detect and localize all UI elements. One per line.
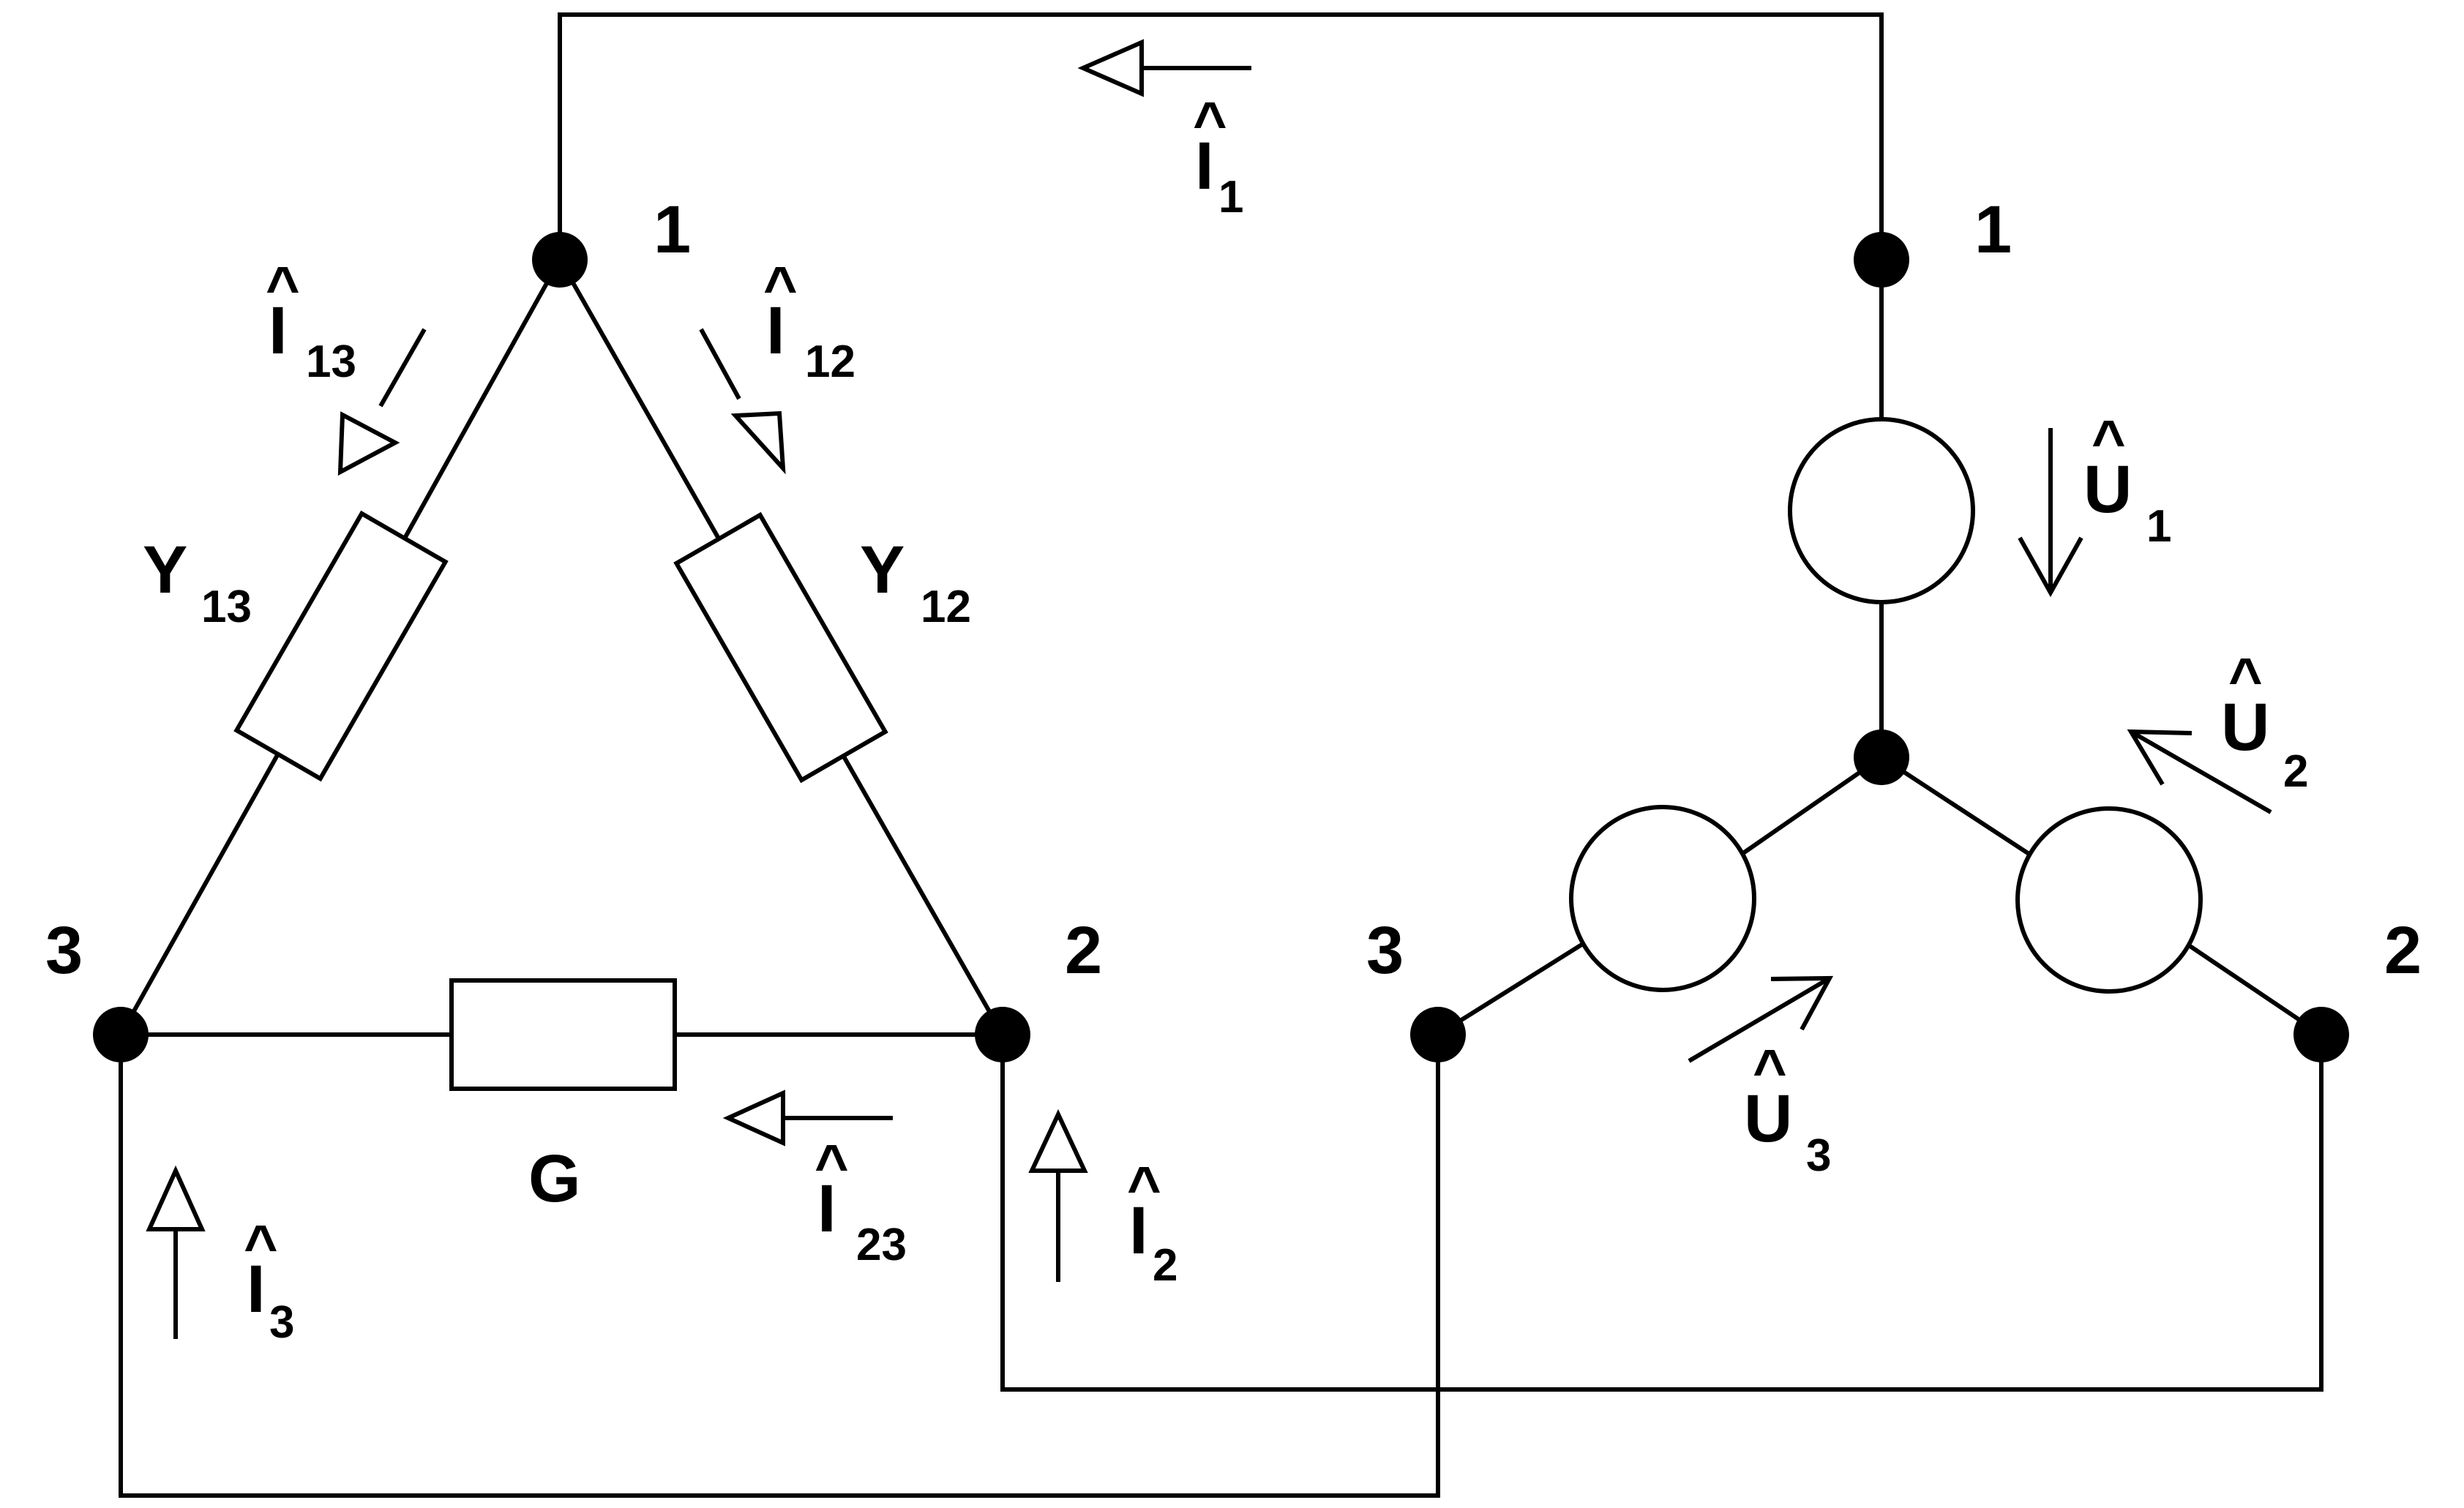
svg-text:Y: Y xyxy=(860,533,905,607)
svg-text:3: 3 xyxy=(1806,1130,1831,1181)
svg-text:2: 2 xyxy=(1153,1240,1177,1291)
label-i13: ^ I 13 xyxy=(266,255,356,387)
label-y13: Y 13 xyxy=(143,533,252,632)
svg-text:I: I xyxy=(766,293,785,368)
current-arrow-i23 xyxy=(722,1089,893,1147)
wire-line-2 xyxy=(1000,1032,2323,1392)
node-dot-star-2 xyxy=(2293,1007,2349,1062)
label-i2: ^ I 2 xyxy=(1127,1155,1177,1291)
label-u1: ^ U 1 xyxy=(2083,408,2171,552)
node-dot-star-center xyxy=(1854,729,1909,785)
svg-text:U: U xyxy=(1744,1081,1792,1156)
label-i23: ^ I 23 xyxy=(815,1133,907,1270)
voltage-arrow-u2 xyxy=(2127,729,2272,814)
wire-delta-1-y12 xyxy=(558,258,727,551)
label-g: G xyxy=(528,1141,581,1216)
node-dot-delta-3 xyxy=(93,1007,149,1062)
wire-star-u3-3 xyxy=(1436,942,1585,1037)
label-i12: ^ I 12 xyxy=(763,255,855,387)
svg-text:I: I xyxy=(1129,1193,1148,1268)
node-label-star-3: 3 xyxy=(1366,913,1404,988)
voltage-source-right xyxy=(2015,806,2203,994)
label-u2: ^ U 2 xyxy=(2221,646,2308,797)
wire-delta-y13-3 xyxy=(119,741,286,1037)
current-arrow-i12 xyxy=(699,328,786,475)
svg-text:U: U xyxy=(2083,452,2132,527)
wire-delta-y12-2 xyxy=(836,744,1005,1037)
node-label-star-1: 1 xyxy=(1974,192,2012,267)
svg-text:U: U xyxy=(2221,690,2269,765)
voltage-source-left xyxy=(1569,805,1756,992)
svg-text:^: ^ xyxy=(266,255,300,320)
wire-star-center-u2 xyxy=(1879,755,2030,855)
svg-text:I: I xyxy=(269,293,288,368)
node-dot-delta-1 xyxy=(532,232,588,288)
svg-text:I: I xyxy=(247,1252,266,1327)
svg-text:^: ^ xyxy=(2228,646,2263,711)
resistor-y12 xyxy=(673,511,888,784)
svg-text:^: ^ xyxy=(1753,1038,1787,1103)
wire-line-3 xyxy=(119,1032,1440,1498)
wire-delta-1-y13 xyxy=(397,258,562,551)
resistor-g xyxy=(449,978,677,1091)
current-arrow-i2 xyxy=(1028,1109,1088,1282)
resistor-y13 xyxy=(233,510,449,782)
svg-text:12: 12 xyxy=(805,337,855,387)
svg-text:^: ^ xyxy=(815,1133,849,1198)
wire-line-1 xyxy=(558,12,1884,262)
svg-text:^: ^ xyxy=(763,255,798,320)
wire-star-center-u3 xyxy=(1741,755,1884,855)
current-arrow-i3 xyxy=(146,1165,206,1339)
junction-dots xyxy=(93,232,2349,1062)
svg-text:1: 1 xyxy=(1218,172,1243,222)
svg-text:2: 2 xyxy=(2283,746,2308,797)
svg-text:^: ^ xyxy=(244,1213,278,1278)
voltage-arrow-u1 xyxy=(2018,428,2083,598)
svg-text:^: ^ xyxy=(1127,1155,1161,1220)
label-y12: Y 12 xyxy=(860,533,971,632)
node-dot-star-1 xyxy=(1854,232,1909,288)
voltage-arrow-u3 xyxy=(1688,975,1834,1063)
svg-text:3: 3 xyxy=(269,1297,294,1348)
svg-text:I: I xyxy=(817,1171,836,1246)
svg-text:I: I xyxy=(1195,129,1214,203)
label-i1: ^ I 1 xyxy=(1193,90,1243,222)
node-label-delta-1: 1 xyxy=(654,192,691,267)
svg-text:Y: Y xyxy=(143,533,187,607)
svg-text:^: ^ xyxy=(1193,90,1227,155)
node-label-delta-2: 2 xyxy=(1065,913,1102,988)
label-u3: ^ U 3 xyxy=(1744,1038,1831,1181)
wires xyxy=(119,12,2323,1498)
current-arrow-i13 xyxy=(337,328,427,476)
svg-text:13: 13 xyxy=(201,582,252,632)
node-label-delta-3: 3 xyxy=(45,913,83,988)
node-dot-delta-2 xyxy=(975,1007,1030,1062)
svg-text:1: 1 xyxy=(2146,501,2171,552)
current-arrow-i1 xyxy=(1077,39,1251,97)
label-i3: ^ I 3 xyxy=(244,1213,294,1348)
voltage-source-u1 xyxy=(1788,417,1975,604)
node-dot-star-3 xyxy=(1410,1007,1466,1062)
node-label-star-2: 2 xyxy=(2384,913,2422,988)
svg-text:13: 13 xyxy=(306,337,356,387)
svg-text:12: 12 xyxy=(921,582,971,632)
svg-text:^: ^ xyxy=(2092,408,2126,473)
svg-text:23: 23 xyxy=(856,1220,907,1270)
